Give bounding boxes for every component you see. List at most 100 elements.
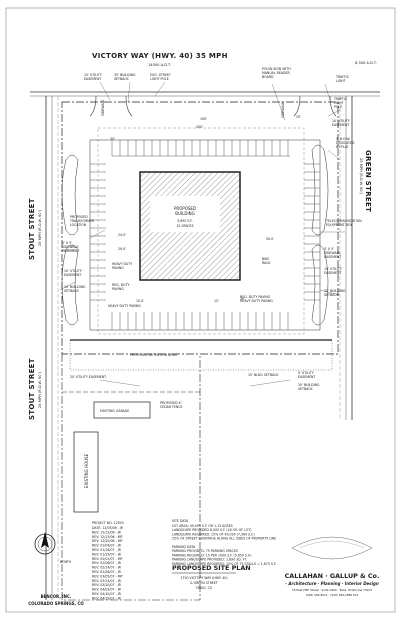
firm-address: 15 East Fifth Street · Suite 2900 · Tuls… (292, 588, 372, 592)
parking-stalls-top (111, 140, 290, 157)
street-victory-aadt-right: 8,300 A.D.T. (355, 61, 377, 65)
note-util-bottom-right-line-0: 5' UTILITY (298, 371, 314, 375)
note-regular-duty-left-line-1: PAVING (112, 287, 124, 291)
note-detention: PROPOSED DETENTION AREA (130, 353, 178, 357)
note-light-pole-line-1: LIGHT POLE (150, 77, 169, 81)
site-address-3: CRAIG, CO (196, 586, 213, 590)
note-util-bottom-right-line-1: EASEMENT (298, 375, 315, 379)
building-setback-line (97, 127, 305, 335)
parking-stalls-right (304, 163, 320, 301)
note-util-left-mid-line-0: 10' UTILITY (64, 269, 82, 273)
note-util-right-mid-line-0: 10' UTILITY (324, 267, 342, 271)
note-heavy-duty-bottom: HEAVY DUTY PAVING (108, 304, 141, 308)
note-regular-duty-right-line-0: REG. DUTY PAVING (240, 295, 271, 299)
client-city: COLORADO SPRINGS, CO (28, 601, 84, 606)
note-row-dedication-line-2: BY PLAT (336, 145, 349, 149)
sidewalk-label-1: SIDEWALK (101, 99, 105, 116)
note-traffic-light-pole-line-1: LIGHT (334, 101, 344, 105)
firm-tagline: - Architecture · Planning · Interior Des… (285, 581, 379, 586)
note-bldg-setback-bottom-right-line-0: 20' BUILDING (298, 383, 320, 387)
site-data-line: PARKING LANDSCAPE PROVIDED: 1,890 SQ. FT… (172, 558, 247, 562)
note-pylon-line-0: PYLON SIGN WITH (262, 67, 291, 71)
property-line (61, 101, 339, 355)
note-bldg-setback-bottom-right-line-1: SETBACK (298, 387, 314, 391)
pavement-outline (89, 139, 321, 331)
parking-stalls-left (90, 163, 106, 301)
note-row-dedication-line-1: DEDICATED (336, 141, 355, 145)
site-data-line: 25% OF STREET FRONTAGE ALONG ALL SIDES O… (172, 537, 276, 541)
dimension-label: 15.0' (136, 299, 144, 303)
note-bldg-setback-right-line-0: 20' BUILDING (324, 289, 346, 293)
note-util-left-mid-line-1: EASEMENT (64, 273, 81, 277)
note-transformer-line-2: LOCATION (70, 223, 87, 227)
landscape-island-left-top (61, 154, 79, 236)
north-label: NORTH (60, 560, 72, 564)
note-existing-garage: EXISTING GARAGE (100, 409, 129, 413)
svg-text:STOUT STREET: STOUT STREET (28, 198, 36, 260)
dimension-label: 100' (200, 117, 207, 121)
note-bldg-setback-bottom: 15' BLDG SETBACK (248, 373, 279, 377)
detention-area (69, 339, 333, 371)
note-bldg-setback-left-line-1: SETBACK (64, 289, 80, 293)
revision-line: REV: 03/14/07 - JR (92, 579, 122, 583)
revision-line: REV: 04/02/07 - JR (92, 588, 122, 592)
note-bldg-setback-right-line-1: SETBACK (324, 293, 340, 297)
site-address-1: 1750 VICTORY WAY (HWY. 40) (180, 576, 227, 580)
note-util-right-top-line-0: 10' UTILITY (332, 119, 350, 123)
note-sidewalk-right-line-1: SIDEWALK (324, 251, 341, 255)
site-data-line: LOT AREA: 49,095 S.F. OR 1.13 ACRES (172, 524, 233, 528)
street-victory-way: VICTORY WAY (HWY. 40) 35 MPH (92, 52, 228, 60)
note-row-dedication-line-0: 5' R.O.W. (336, 137, 350, 141)
svg-text:25 MPH (R.O.W. 60'): 25 MPH (R.O.W. 60') (38, 209, 42, 246)
site-address-2: & GREEN STREET (190, 581, 218, 585)
note-util-right-mid-line-1: EASEMENT (324, 271, 341, 275)
svg-text:25 MPH (R.O.W. 60'): 25 MPH (R.O.W. 60') (38, 371, 42, 408)
entrance-curb-2 (125, 95, 133, 117)
revision-line: REV: 01/04/07 - JR (92, 544, 122, 548)
note-regular-duty-left-line-0: REG. DUTY (112, 283, 129, 287)
dimension-label: 200' (196, 125, 203, 129)
building-title-line-2: BUILDING (175, 211, 194, 216)
note-traffic-light-line-1: LIGHT (336, 79, 346, 83)
landscape-island-right-bottom (311, 244, 329, 326)
site-data-line: LANDSCAPE REQUIRED: 15% OF 49,095 (7,364… (172, 532, 255, 536)
firm-logo: CALLAHAN · GALLUP & Co. - Architecture ·… (285, 536, 380, 597)
dimension-label: 24.0' (118, 233, 126, 237)
revision-line: REV: 04/10/07 - JR (92, 592, 122, 596)
note-traffic-light-line-0: TRAFFIC (335, 75, 350, 79)
revision-line: REV: 01/25/07 - JR (92, 552, 122, 556)
firm-name: CALLAHAN · GALLUP & Co. (285, 572, 380, 580)
title-block: PROPOSED SITE PLAN 1750 VICTORY WAY (HWY… (172, 564, 251, 590)
existing-garage (93, 401, 151, 419)
revision-line: REV: 12/20/06 - MP (92, 539, 122, 543)
note-regular-duty-right-line-1: HEAVY DUTY PAVING (240, 299, 273, 303)
landscape-island-left-bottom (61, 244, 79, 326)
note-transformer-line-1: TRANSFORMER (69, 219, 95, 223)
street-green: GREEN STREET 25 MPH (R.O.W. 60') (359, 150, 372, 212)
note-telecom-line-0: TELECOMMUNICATION (325, 219, 362, 223)
building-area-line-2: 15 SPACES (176, 224, 193, 228)
note-heavy-duty-left-line-0: HEAVY DUTY (112, 262, 132, 266)
property-line-lower (61, 354, 201, 601)
dimension-label: 12' (214, 299, 219, 303)
parking-stalls-bottom (111, 312, 289, 330)
sheet-border (5, 7, 396, 613)
note-telecom-line-1: EQUIPMENT BOX (326, 223, 353, 227)
leader-lines (59, 81, 345, 387)
project-number: PROJECT NO. 12503 (92, 521, 124, 525)
note-traffic-light-pole-line-0: TRAFFIC (333, 97, 348, 101)
revision-line: REV: 02/01/07 - MP (92, 557, 122, 561)
note-pylon-line-1: MANUAL READER (262, 71, 290, 75)
dimension-label: 29.0' (118, 247, 126, 251)
entrance-curb-4 (329, 95, 337, 117)
note-sidewalk-right-line-2: EASEMENT (324, 255, 341, 259)
revision-line: REV: 12/13/06 - MP (92, 535, 122, 539)
firm-phone: (918) 584-8911 · (918) 584-2880 FAX (306, 593, 359, 597)
landscape-island-right-top (311, 144, 329, 236)
note-light-pole-line-0: EXG. STREET (150, 73, 171, 77)
note-bldg-setback-top-line-0: 35' BUILDING (114, 73, 136, 77)
